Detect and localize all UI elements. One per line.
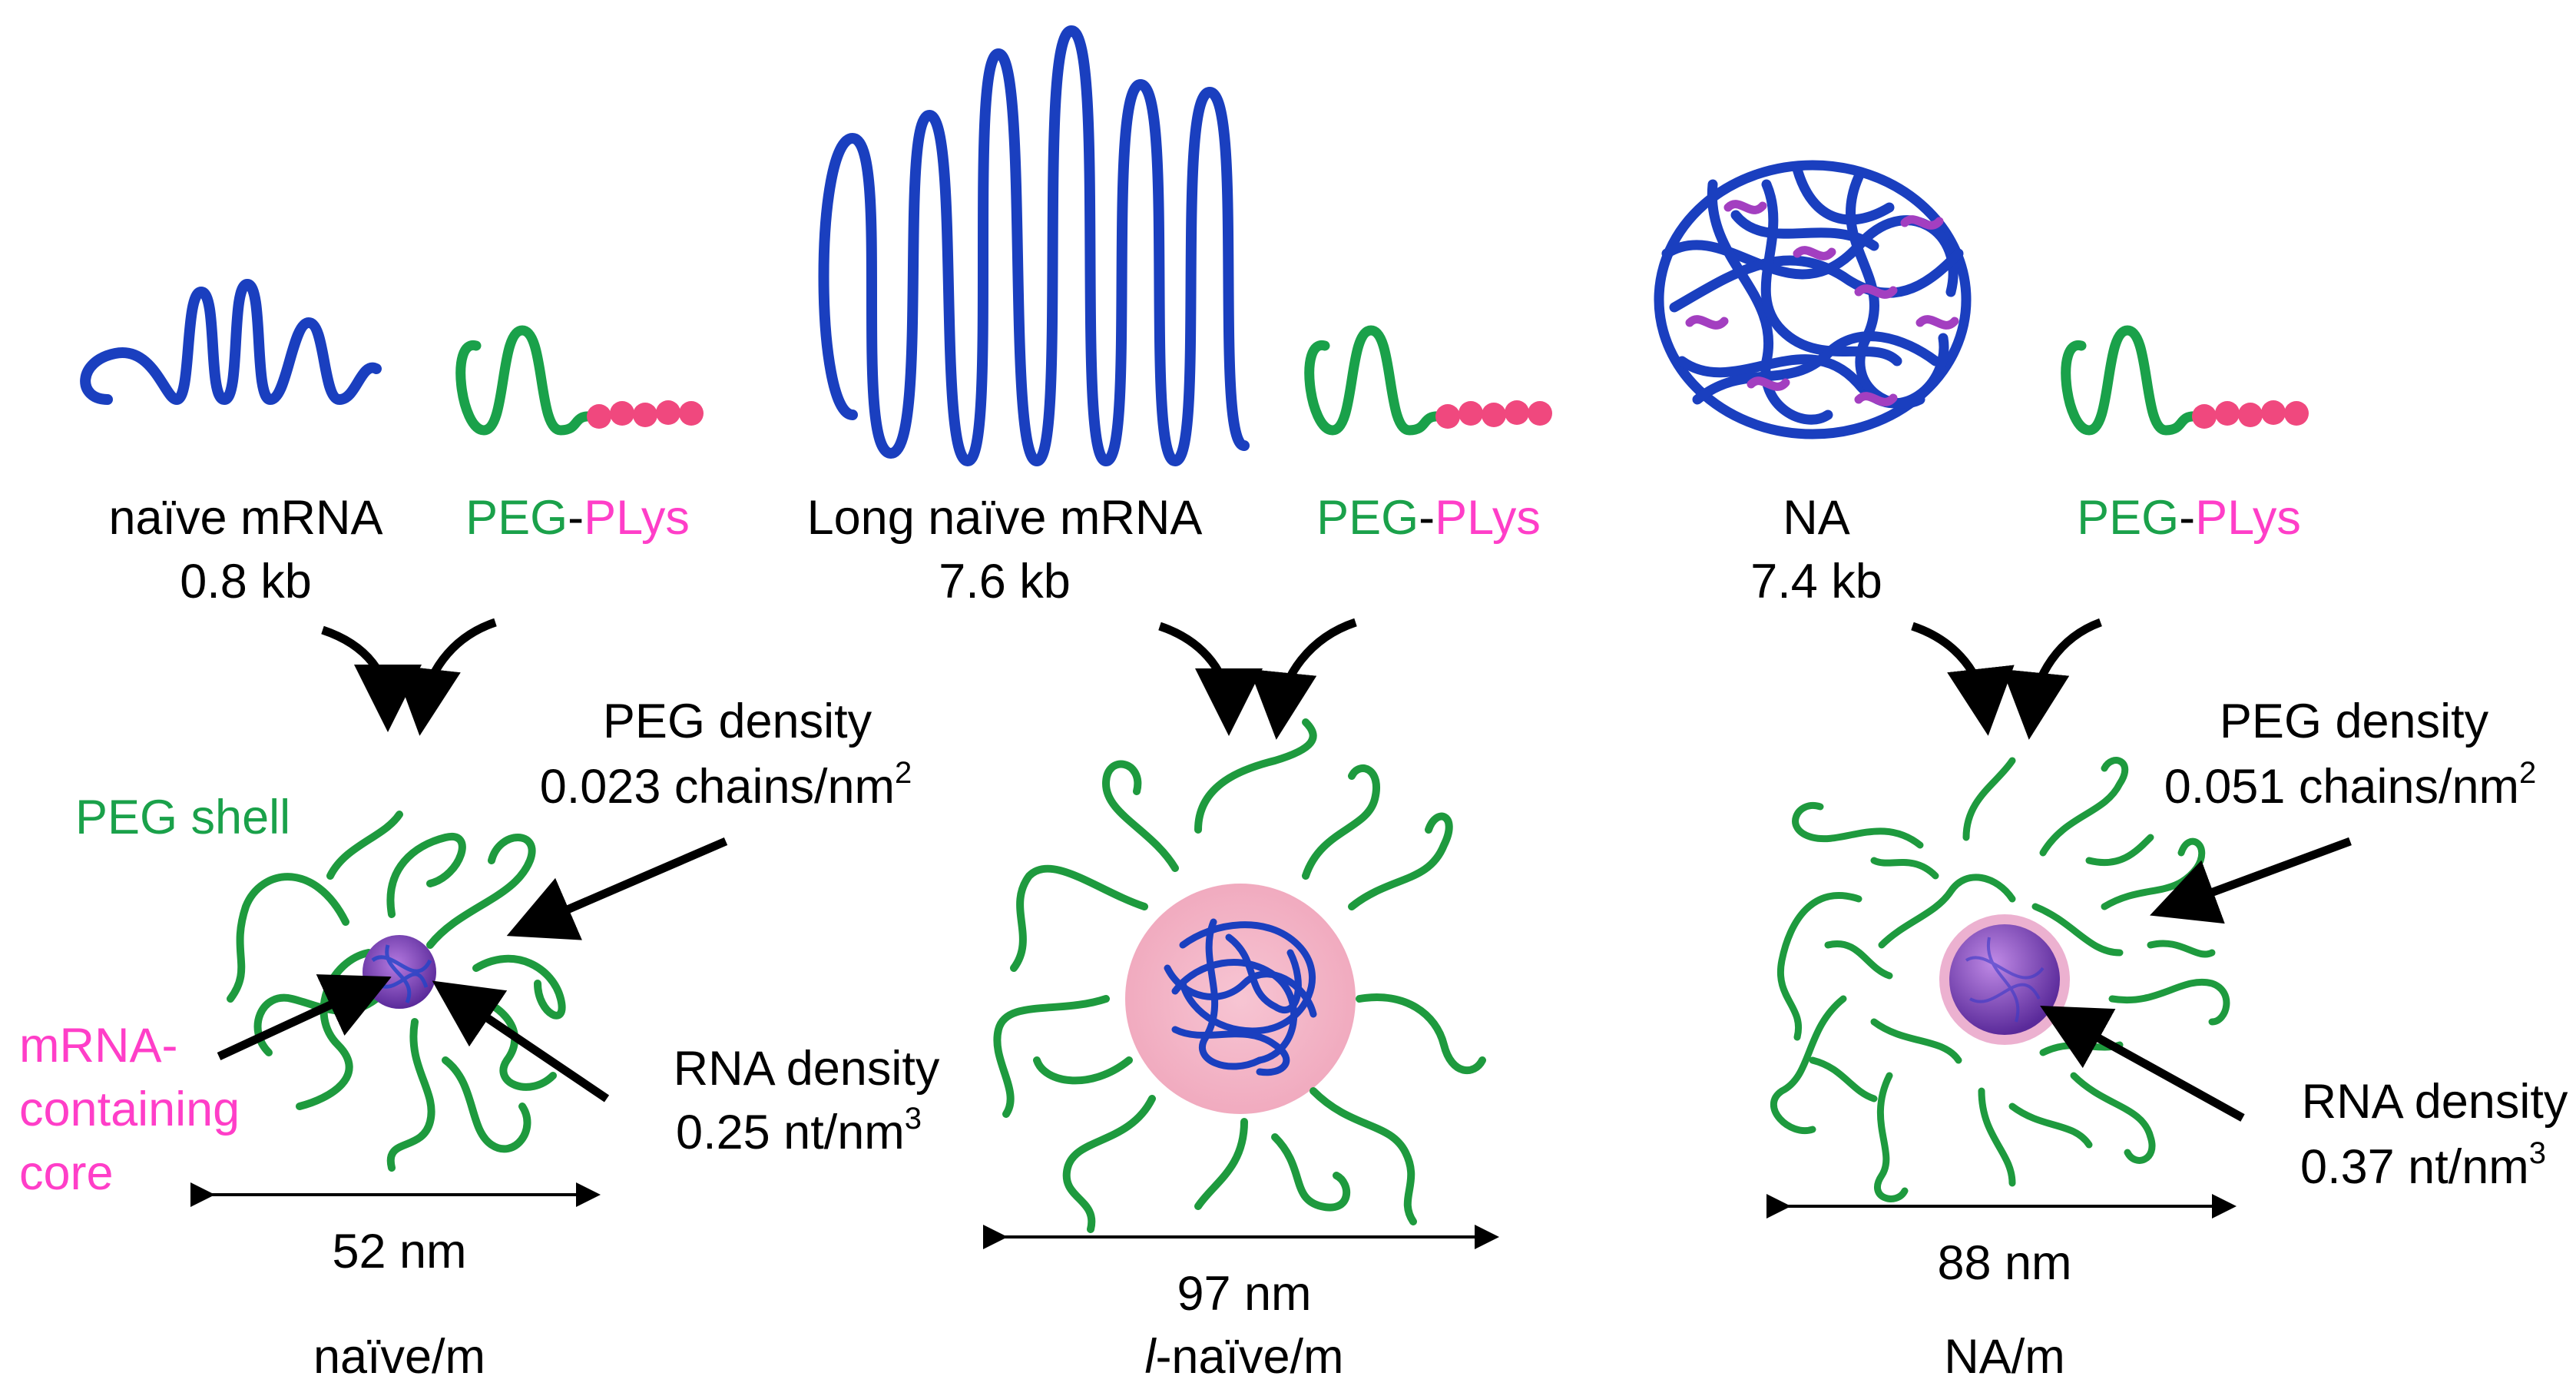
peg-density-value-3: 0.051 chains/nm2 bbox=[2164, 756, 2537, 814]
rna-density-pointer bbox=[432, 980, 610, 1103]
naive-mrna-label: naïve mRNA bbox=[108, 491, 382, 545]
naive-micelle bbox=[227, 811, 566, 1172]
panel-long-naive: Long naïve mRNA 7.6 kb PEG-PLys bbox=[807, 25, 1552, 1384]
na-label: NA bbox=[1783, 491, 1850, 545]
rna-density-value-3: 0.37 nt/nm3 bbox=[2300, 1136, 2546, 1194]
merge-arrow-left bbox=[321, 625, 422, 732]
diameter-label-3: 88 nm bbox=[1937, 1236, 2071, 1290]
panel-naive: naïve mRNA 0.8 kb PEG-PLys bbox=[19, 278, 940, 1384]
long-naive-mrna-label: Long naïve mRNA bbox=[807, 491, 1203, 545]
rna-density-label: RNA density bbox=[674, 1042, 940, 1096]
long-naive-mrna-strand bbox=[818, 25, 1250, 467]
diameter-label-2: 97 nm bbox=[1177, 1267, 1311, 1321]
peg-density-value: 0.023 chains/nm2 bbox=[540, 756, 912, 814]
diameter-label: 52 nm bbox=[332, 1225, 466, 1278]
peg-density-pointer-3 bbox=[2150, 837, 2352, 924]
panel-na: NA 7.4 kb PEG-PLys bbox=[1654, 160, 2568, 1384]
long-naive-mrna-size: 7.6 kb bbox=[939, 555, 1071, 608]
core-label-line1: mRNA- bbox=[19, 1019, 177, 1073]
rna-density-label-3: RNA density bbox=[2302, 1075, 2568, 1129]
rna-density-value: 0.25 nt/nm3 bbox=[676, 1102, 922, 1159]
peg-plys-polymer bbox=[455, 325, 704, 436]
merge-arrow-left-3 bbox=[1911, 622, 2015, 736]
merge-arrow-right bbox=[393, 618, 497, 736]
micelle-name-3: NA/m bbox=[1944, 1330, 2065, 1384]
na-strand-ball bbox=[1654, 160, 1972, 439]
core-label-line2: containing bbox=[19, 1083, 240, 1136]
peg-plys-label-2: PEG-PLys bbox=[1316, 491, 1541, 545]
micelle-name: naïve/m bbox=[313, 1330, 485, 1384]
peg-density-label-3: PEG density bbox=[2220, 695, 2489, 748]
merge-arrow-right-2 bbox=[1249, 618, 1357, 740]
peg-plys-polymer-2 bbox=[1304, 325, 1552, 436]
peg-density-label: PEG density bbox=[603, 695, 872, 748]
core-pointer bbox=[217, 974, 392, 1060]
peg-plys-label: PEG-PLys bbox=[465, 491, 690, 545]
micelle-name-2: l-naïve/m bbox=[1144, 1330, 1343, 1384]
naive-mrna-size: 0.8 kb bbox=[180, 555, 312, 608]
long-naive-micelle bbox=[993, 718, 1486, 1233]
rna-density-pointer-3 bbox=[2040, 1006, 2245, 1122]
na-micelle bbox=[1770, 757, 2230, 1202]
merge-arrow-right-3 bbox=[2002, 618, 2102, 740]
peg-plys-label-3: PEG-PLys bbox=[2077, 491, 2301, 545]
core-label-line3: core bbox=[19, 1146, 114, 1200]
peg-shell-label: PEG shell bbox=[75, 791, 290, 844]
naive-mrna-strand bbox=[80, 278, 382, 406]
peg-density-pointer bbox=[506, 837, 728, 940]
peg-plys-polymer-3 bbox=[2061, 325, 2309, 436]
merge-arrow-left-2 bbox=[1158, 622, 1263, 736]
na-size: 7.4 kb bbox=[1750, 555, 1882, 608]
